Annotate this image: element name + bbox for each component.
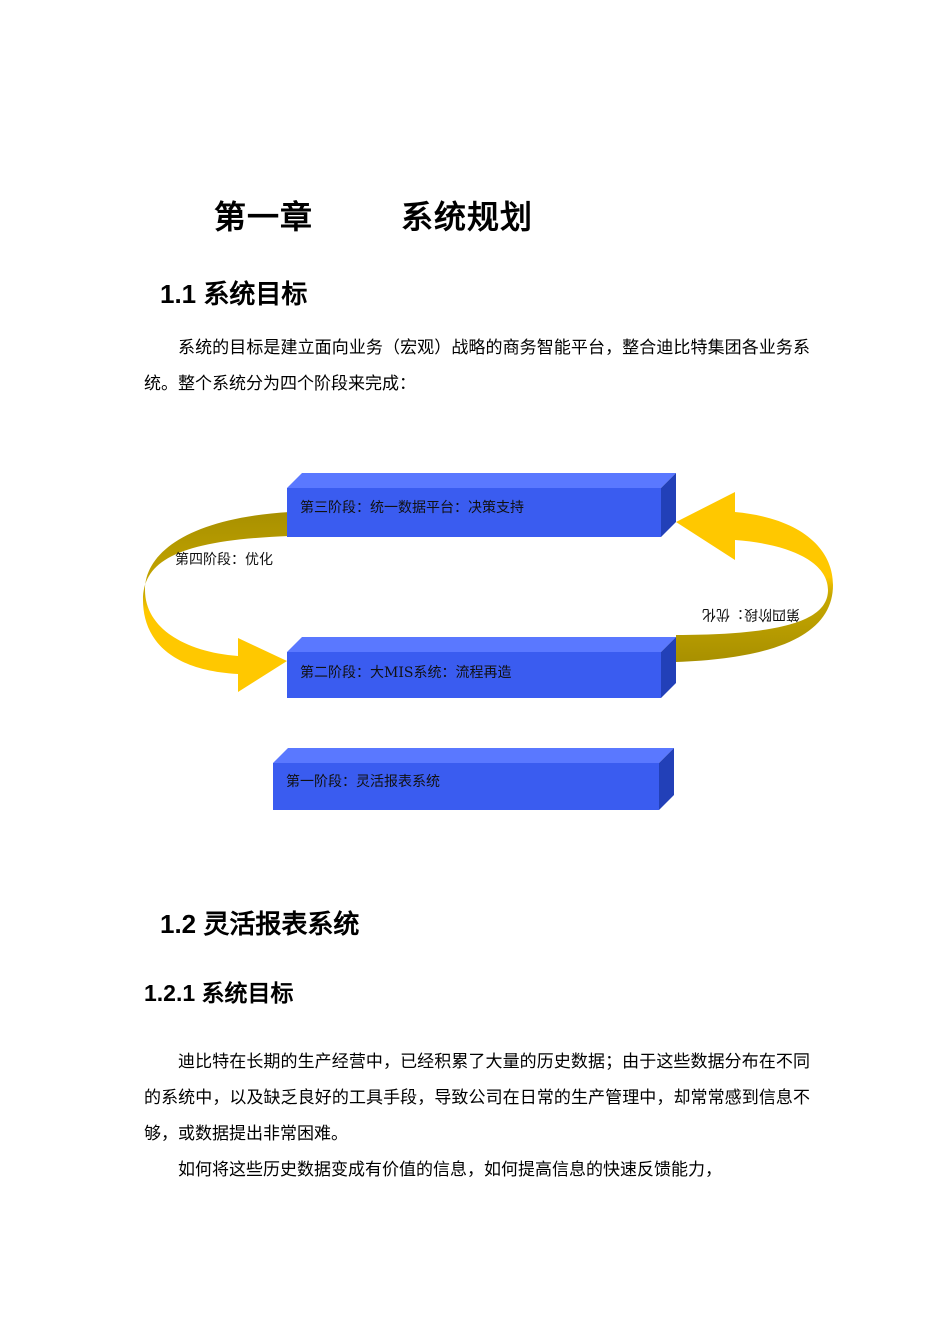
paragraph: 如何将这些历史数据变成有价值的信息，如何提高信息的快速反馈能力， bbox=[178, 1160, 722, 1180]
section-heading-1-2-1: 1.2.1 系统目标 bbox=[144, 980, 294, 1006]
stage1-label: 第一阶段：灵活报表系统 bbox=[286, 773, 440, 790]
chapter-title: 第一章 系统规划 bbox=[214, 192, 533, 238]
chapter-name: 系统规划 bbox=[401, 198, 534, 236]
stage4-label-left: 第四阶段：优化 bbox=[175, 551, 273, 568]
stage3-label: 第三阶段：统一数据平台：决策支持 bbox=[300, 499, 524, 516]
section-1-2-1-body: 迪比特在长期的生产经营中，已经积累了大量的历史数据；由于这些数据分布在不同的系统… bbox=[144, 1044, 810, 1188]
stage2-label: 第二阶段：大MIS系统：流程再造 bbox=[300, 664, 511, 681]
chapter-number: 第一章 bbox=[214, 198, 314, 236]
stage1-box: 第一阶段：灵活报表系统 bbox=[273, 748, 674, 810]
section-heading-1-1: 1.1 系统目标 bbox=[160, 279, 308, 309]
stages-diagram: 第三阶段：统一数据平台：决策支持 第二阶段：大MIS系统：流程再造 第一阶段：灵… bbox=[143, 473, 833, 810]
paragraph: 迪比特在长期的生产经营中，已经积累了大量的历史数据；由于这些数据分布在不同的系统… bbox=[144, 1052, 810, 1144]
section-1-1-paragraph: 系统的目标是建立面向业务（宏观）战略的商务智能平台，整合迪比特集团各业务系统。整… bbox=[144, 330, 810, 402]
left-cycle-arrow bbox=[143, 512, 290, 692]
stage3-box: 第三阶段：统一数据平台：决策支持 bbox=[287, 473, 676, 537]
right-cycle-arrow bbox=[676, 492, 833, 662]
stage2-box: 第二阶段：大MIS系统：流程再造 bbox=[287, 637, 676, 698]
stage4-label-right: 第四阶段：优化 bbox=[702, 606, 800, 623]
paragraph: 系统的目标是建立面向业务（宏观）战略的商务智能平台，整合迪比特集团各业务系统。整… bbox=[144, 338, 810, 394]
section-heading-1-2: 1.2 灵活报表系统 bbox=[160, 909, 360, 939]
